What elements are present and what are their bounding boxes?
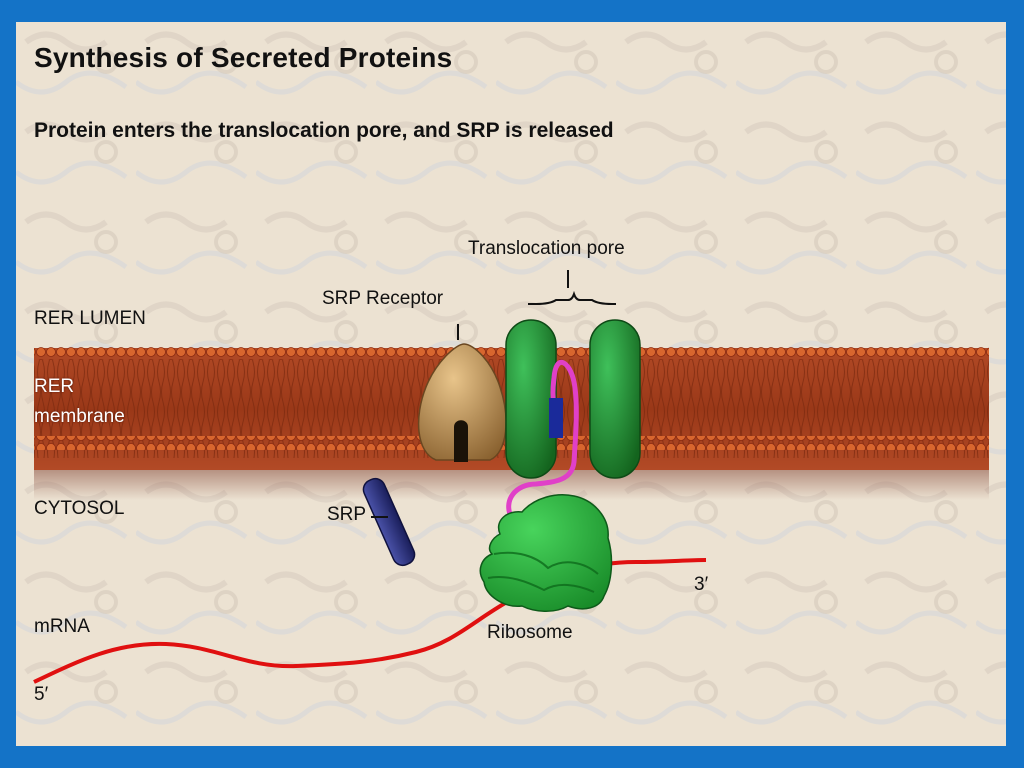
label-cytosol: CYTOSOL	[34, 498, 125, 519]
label-rer-lumen: RER LUMEN	[34, 308, 146, 329]
slide-title: Synthesis of Secreted Proteins	[34, 42, 453, 73]
label-srp-receptor: SRP Receptor	[322, 288, 444, 309]
label-three-prime: 3′	[694, 574, 709, 595]
srp-particle	[362, 477, 416, 567]
label-translocation-pore: Translocation pore	[468, 238, 625, 259]
slide: Synthesis of Secreted Proteins Protein e…	[16, 22, 1006, 746]
nascent-polypeptide	[506, 360, 579, 522]
diagram-canvas	[33, 270, 989, 684]
srp-receptor	[417, 324, 507, 462]
label-ribosome: Ribosome	[487, 622, 573, 643]
label-mrna: mRNA	[34, 616, 90, 637]
translocation-pore	[505, 270, 641, 479]
mrna-strand	[33, 558, 707, 684]
label-srp: SRP	[327, 504, 367, 525]
label-rer-membrane-line2: membrane	[34, 406, 125, 427]
label-rer-membrane-line1: RER	[34, 376, 75, 397]
ribosome	[479, 494, 613, 612]
slide-subtitle: Protein enters the translocation pore, a…	[34, 119, 614, 142]
label-five-prime: 5′	[34, 684, 49, 705]
signal-sequence	[549, 398, 563, 438]
